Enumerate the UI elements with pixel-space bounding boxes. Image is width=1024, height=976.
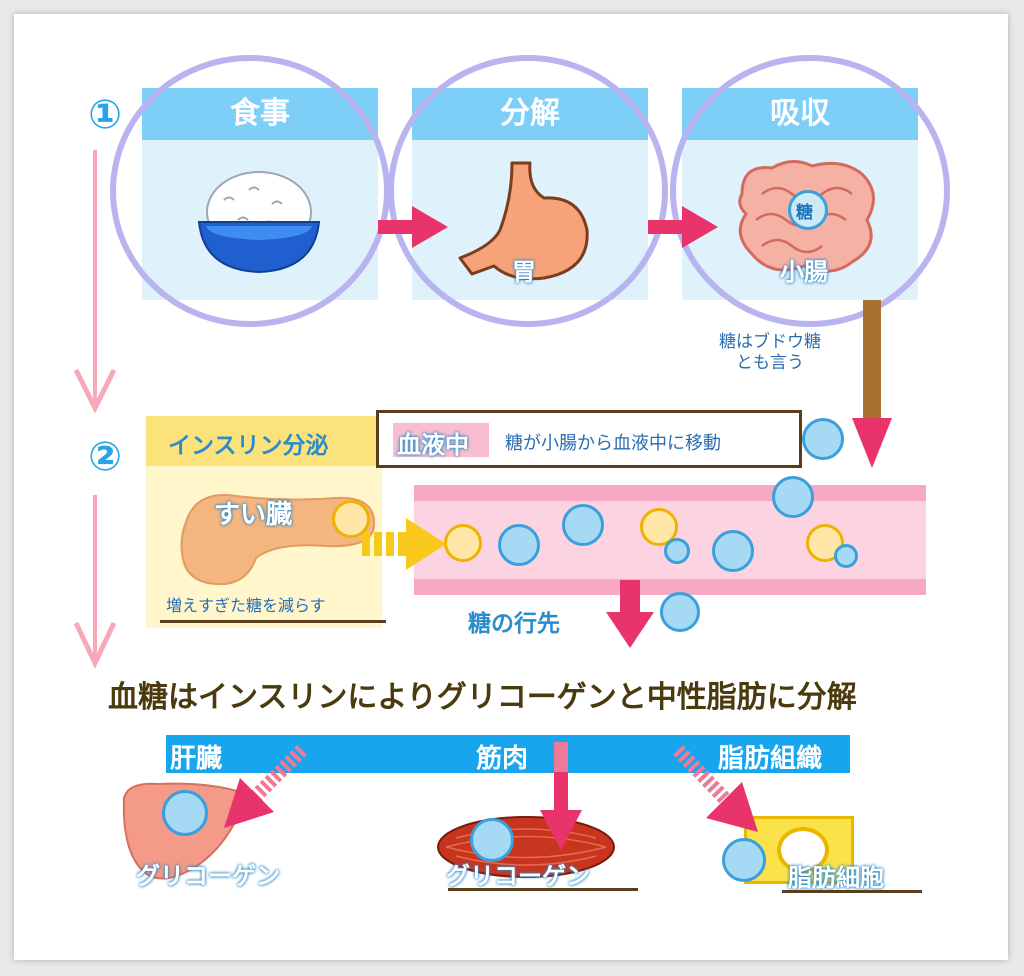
sugar-bubble: [802, 418, 844, 460]
sugar-bubble: [712, 530, 754, 572]
ring-digest: [388, 55, 668, 327]
sugar-bubble: [664, 538, 690, 564]
pancreas-caption: 増えすぎた糖を減らす: [166, 596, 326, 615]
insulin-header-bar: [146, 416, 382, 466]
pancreas-icon: [180, 494, 376, 586]
glucose-note-line-2: とも言う: [736, 353, 804, 373]
pancreas-label: すい臓: [214, 500, 293, 530]
sugar-bubble: [660, 592, 700, 632]
organ-bar: [166, 735, 850, 773]
insulin-bubble: [444, 524, 482, 562]
organ-liver-label: 肝臓: [170, 744, 223, 774]
organ-muscle-label: 筋肉: [476, 744, 529, 774]
organ-fat-label: 脂肪組織: [718, 744, 823, 774]
step-1-number: ①: [88, 92, 122, 138]
muscle-underline: [448, 888, 638, 891]
flow-down-arrow-1: [73, 150, 117, 414]
glucose-note-line-1: 糖はブドウ糖: [719, 332, 821, 352]
liver-product-label: グリコーゲン: [136, 862, 280, 890]
blood-tag-box: 血液中 糖が小腸から血液中に移動: [376, 410, 802, 468]
summary-title: 血糖はインスリンによりグリコーゲンと中性脂肪に分解: [108, 680, 857, 715]
blood-tag-highlight: [393, 423, 489, 457]
insulin-bubble: [806, 524, 844, 562]
blood-tag-text: 糖が小腸から血液中に移動: [505, 433, 721, 454]
insulin-arrow: [362, 518, 446, 570]
insulin-header: インスリン分泌: [168, 433, 329, 459]
fat-sugar-bubble: [722, 838, 766, 882]
arrow-to-liver: [224, 745, 307, 828]
ring-meal: [110, 55, 390, 327]
fat-product-label: 脂肪細胞: [788, 864, 884, 892]
destination-arrow: [606, 580, 654, 648]
ring-absorb: [670, 55, 950, 327]
fat-underline: [782, 890, 922, 893]
sugar-bubble: [498, 524, 540, 566]
glucose-note: 糖はブドウ糖 とも言う: [690, 332, 850, 374]
muscle-product-label: グリコーゲン: [446, 862, 590, 890]
muscle-sugar-bubble: [470, 818, 514, 862]
insulin-bubble: [640, 508, 678, 546]
liver-sugar-bubble: [162, 790, 208, 836]
pancreas-caption-underline: [160, 620, 386, 623]
insulin-panel: インスリン分泌 すい臓 増えすぎた糖を減らす: [146, 416, 382, 628]
step-2-number: ②: [88, 434, 122, 480]
flow-down-arrow-2: [73, 495, 117, 669]
absorb-to-blood-arrow: [852, 300, 892, 468]
arrow-meal-to-digest: [378, 206, 448, 248]
destination-label: 糖の行先: [468, 611, 560, 637]
insulin-bubble: [332, 500, 370, 538]
arrow-digest-to-absorb: [648, 206, 718, 248]
arrow-to-fat: [672, 745, 758, 832]
sugar-bubble: [772, 476, 814, 518]
arrow-to-muscle: [540, 742, 582, 850]
blood-tag-label: 血液中: [397, 431, 469, 459]
fat-cell-droplet: [777, 827, 829, 873]
sugar-bubble: [834, 544, 858, 568]
sugar-bubble: [562, 504, 604, 546]
